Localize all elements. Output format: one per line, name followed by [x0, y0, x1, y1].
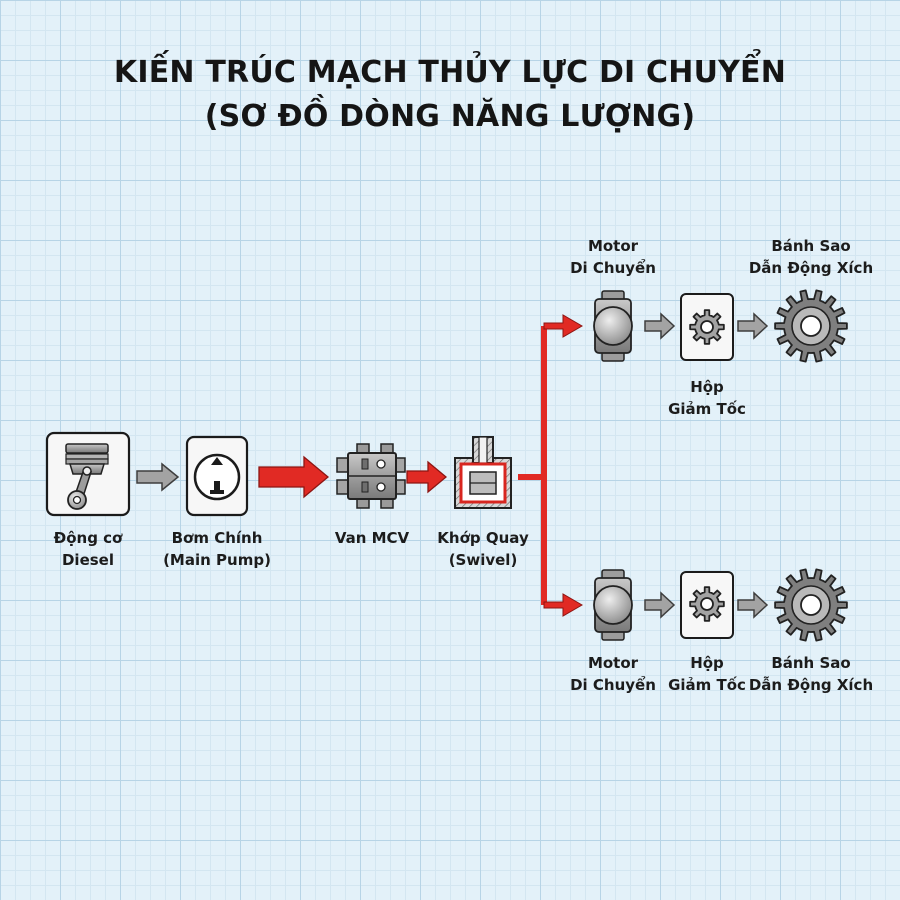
title-line-2: (SƠ ĐỒ DÒNG NĂNG LƯỢNG): [204, 99, 696, 134]
valve-label: Van MCV: [334, 529, 410, 547]
hydraulic-flow: [258, 314, 583, 617]
diesel-engine-block: [45, 431, 131, 517]
split-lines: [518, 326, 547, 605]
travel-motor-icon: [593, 290, 633, 362]
gearbox-block: [680, 293, 734, 361]
arrow-top-gearbox-to-sprocket: [737, 312, 769, 340]
arrow-pump-to-valve: [258, 455, 330, 499]
pump-icon: [193, 453, 241, 501]
arrow-valve-to-swivel: [406, 460, 448, 494]
arrow-engine-to-pump: [136, 462, 180, 492]
arrow-to-bottom-motor: [543, 593, 583, 617]
main-pump-block: [185, 435, 249, 517]
title-line-1: KIẾN TRÚC MẠCH THỦY LỰC DI CHUYỂN: [113, 55, 787, 90]
swivel-joint-icon: [454, 436, 512, 509]
arrow-bottom-gearbox-to-sprocket: [737, 591, 769, 619]
drive-sprocket-icon: [774, 289, 848, 363]
drive-sprocket-icon: [774, 568, 848, 642]
arrow-to-top-motor: [543, 314, 583, 338]
gearbox-gear-icon: [689, 309, 725, 345]
arrow-top-motor-to-gearbox: [644, 312, 676, 340]
gearbox-block: [680, 571, 734, 639]
travel-motor-icon: [593, 569, 633, 641]
mcv-valve-icon: [336, 443, 406, 509]
pump-label: Bơm Chính(Main Pump): [163, 529, 271, 569]
gearbox-gear-icon: [689, 586, 725, 622]
swivel-label: Khớp Quay(Swivel): [437, 529, 529, 569]
mechanical-flow: [136, 312, 769, 619]
arrow-bottom-motor-to-gearbox: [644, 591, 676, 619]
piston-icon: [65, 443, 109, 510]
